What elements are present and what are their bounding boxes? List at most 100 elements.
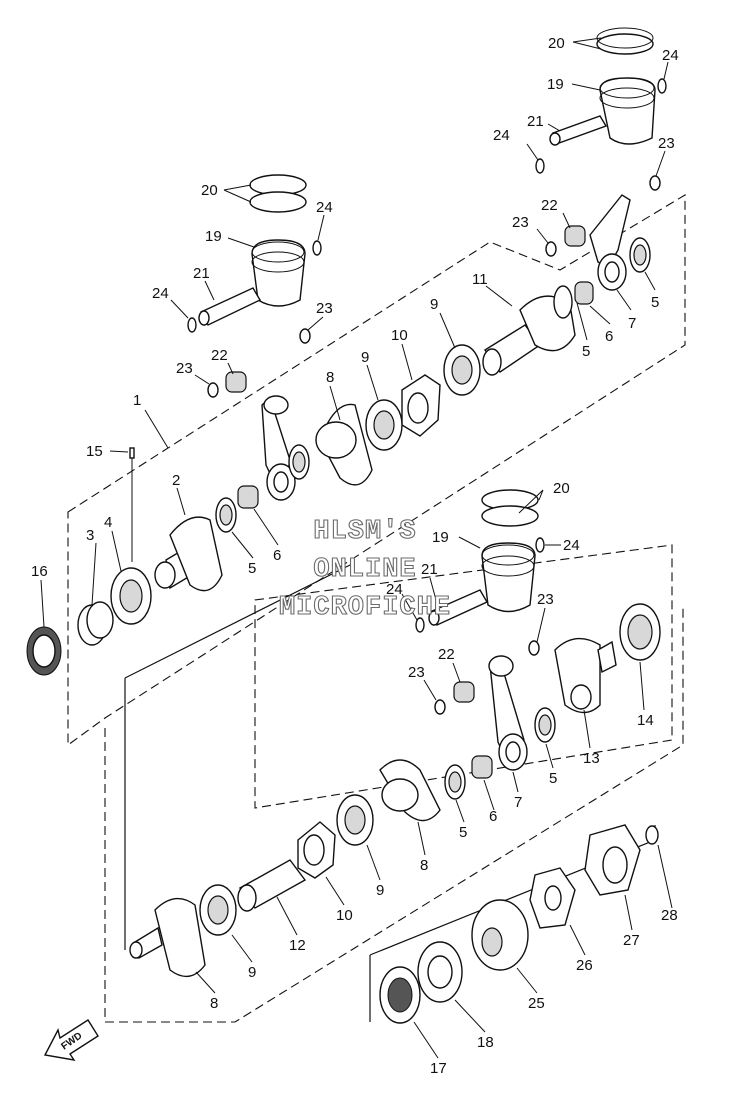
- callout-5-upper: 5: [582, 343, 590, 360]
- watermark-line-1: HLSM'S: [313, 517, 416, 547]
- callout-9-upper: 9: [430, 296, 438, 313]
- piston-upper: [251, 239, 306, 307]
- piston-pin-upper: [200, 287, 261, 326]
- clip-upper-left: [187, 317, 197, 333]
- callout-19-upper: 19: [205, 228, 222, 245]
- callout-23-top-left: 23: [512, 214, 529, 231]
- piston-pin-top: [551, 115, 608, 144]
- callout-24-top: 24: [662, 47, 679, 64]
- needle-bearing-6: [237, 485, 259, 509]
- callout-7-middle: 7: [514, 794, 522, 811]
- callout-24-upper-left: 24: [152, 285, 169, 302]
- pin-15: [129, 447, 135, 459]
- callout-22-middle: 22: [438, 646, 455, 663]
- callout-15: 15: [86, 443, 103, 460]
- callout-7-upper: 7: [628, 315, 636, 332]
- callout-labels: 20 24 19 21 24 23 22 23 11 9 5 6 7 5 20 …: [31, 35, 679, 1077]
- circlip-28: [645, 825, 659, 845]
- callout-8-upper: 8: [326, 369, 334, 386]
- crank-web-8-lower: [154, 897, 206, 978]
- callout-20-top: 20: [548, 35, 565, 52]
- callout-8-lower: 8: [210, 995, 218, 1012]
- watermark: HLSM'S ONLINE MICROFICHE: [278, 516, 451, 623]
- lower-solid-outline: [124, 564, 351, 950]
- lower-crank-parts: [129, 794, 374, 978]
- callout-12: 12: [289, 937, 306, 954]
- callout-22-top: 22: [541, 197, 558, 214]
- callout-11: 11: [472, 271, 488, 288]
- callout-27: 27: [623, 932, 640, 949]
- callout-24-top-left: 24: [493, 127, 510, 144]
- middle-crank-parts: [379, 603, 661, 822]
- callout-23-middle: 23: [537, 591, 554, 608]
- needle-bearing-6-lower: [471, 755, 493, 779]
- callout-21-upper: 21: [193, 265, 210, 282]
- clip-top-left: [535, 158, 545, 174]
- piston-middle: [481, 542, 536, 613]
- leader-lines: [40, 37, 673, 1059]
- washer-upper-2: [207, 382, 219, 398]
- callout-6-upper: 6: [605, 328, 613, 345]
- callout-28: 28: [661, 907, 678, 924]
- piston-rings-upper: [249, 191, 307, 213]
- callout-24-middle-left: 24: [386, 581, 403, 598]
- callout-18: 18: [477, 1034, 494, 1051]
- lower-assembly-outline: [104, 605, 684, 1023]
- clip-middle: [535, 537, 545, 553]
- washer-middle: [528, 640, 540, 656]
- callout-25: 25: [528, 995, 545, 1012]
- washer-middle-2: [434, 699, 446, 715]
- callout-1: 1: [133, 392, 141, 409]
- watermark-line-3: MICROFICHE: [279, 593, 451, 623]
- callout-6-left: 6: [273, 547, 281, 564]
- needle-bearing-11: [574, 281, 594, 305]
- washer-upper: [299, 328, 311, 344]
- callout-3: 3: [86, 527, 94, 544]
- piston-ring-top: [596, 33, 654, 55]
- callout-6-middle: 6: [489, 808, 497, 825]
- callout-23-upper: 23: [316, 300, 333, 317]
- callout-20-middle: 20: [553, 480, 570, 497]
- clip-middle-left: [415, 617, 425, 633]
- callout-9-lower: 9: [376, 882, 384, 899]
- needle-bearing-middle: [453, 681, 475, 703]
- piston-group-top-right: [535, 27, 667, 291]
- washer-11a: [553, 285, 573, 319]
- piston-group-upper-left: [187, 174, 322, 501]
- watermark-line-2: ONLINE: [313, 555, 416, 585]
- callout-16: 16: [31, 563, 48, 580]
- callout-2: 2: [172, 472, 180, 489]
- conrod-top: [589, 194, 631, 269]
- callout-10-lower: 10: [336, 907, 353, 924]
- callout-22-upper: 22: [211, 347, 228, 364]
- callout-21-top: 21: [527, 113, 544, 130]
- callout-24-middle: 24: [563, 537, 580, 554]
- callout-19-top: 19: [547, 76, 564, 93]
- callout-9-middle: 9: [361, 349, 369, 366]
- callout-9-bottom: 9: [248, 964, 256, 981]
- crank-pin-13: [597, 640, 617, 674]
- callout-24-upper: 24: [316, 199, 333, 216]
- needle-bearing-top: [564, 225, 586, 247]
- callout-5-left: 5: [248, 560, 256, 577]
- clip-top: [657, 78, 667, 94]
- callout-5-middle-right: 5: [549, 770, 557, 787]
- callout-4: 4: [104, 514, 112, 531]
- callout-23-upper-left: 23: [176, 360, 193, 377]
- callout-26: 26: [576, 957, 593, 974]
- callout-5-upper-right: 5: [651, 294, 659, 311]
- fwd-arrow-icon: FWD: [43, 1019, 99, 1061]
- output-coupling-group: [379, 824, 659, 1024]
- callout-5-middle: 5: [459, 824, 467, 841]
- callout-8-middle: 8: [420, 857, 428, 874]
- washer-top: [649, 175, 661, 191]
- callout-10-upper: 10: [391, 327, 408, 344]
- callout-21-middle: 21: [421, 561, 438, 578]
- washer-top-2: [545, 241, 557, 257]
- piston-rings-middle: [481, 505, 539, 527]
- clip-upper: [312, 240, 322, 256]
- crank-web-2: [169, 516, 223, 592]
- callout-13: 13: [583, 750, 600, 767]
- callout-23-top: 23: [658, 135, 675, 152]
